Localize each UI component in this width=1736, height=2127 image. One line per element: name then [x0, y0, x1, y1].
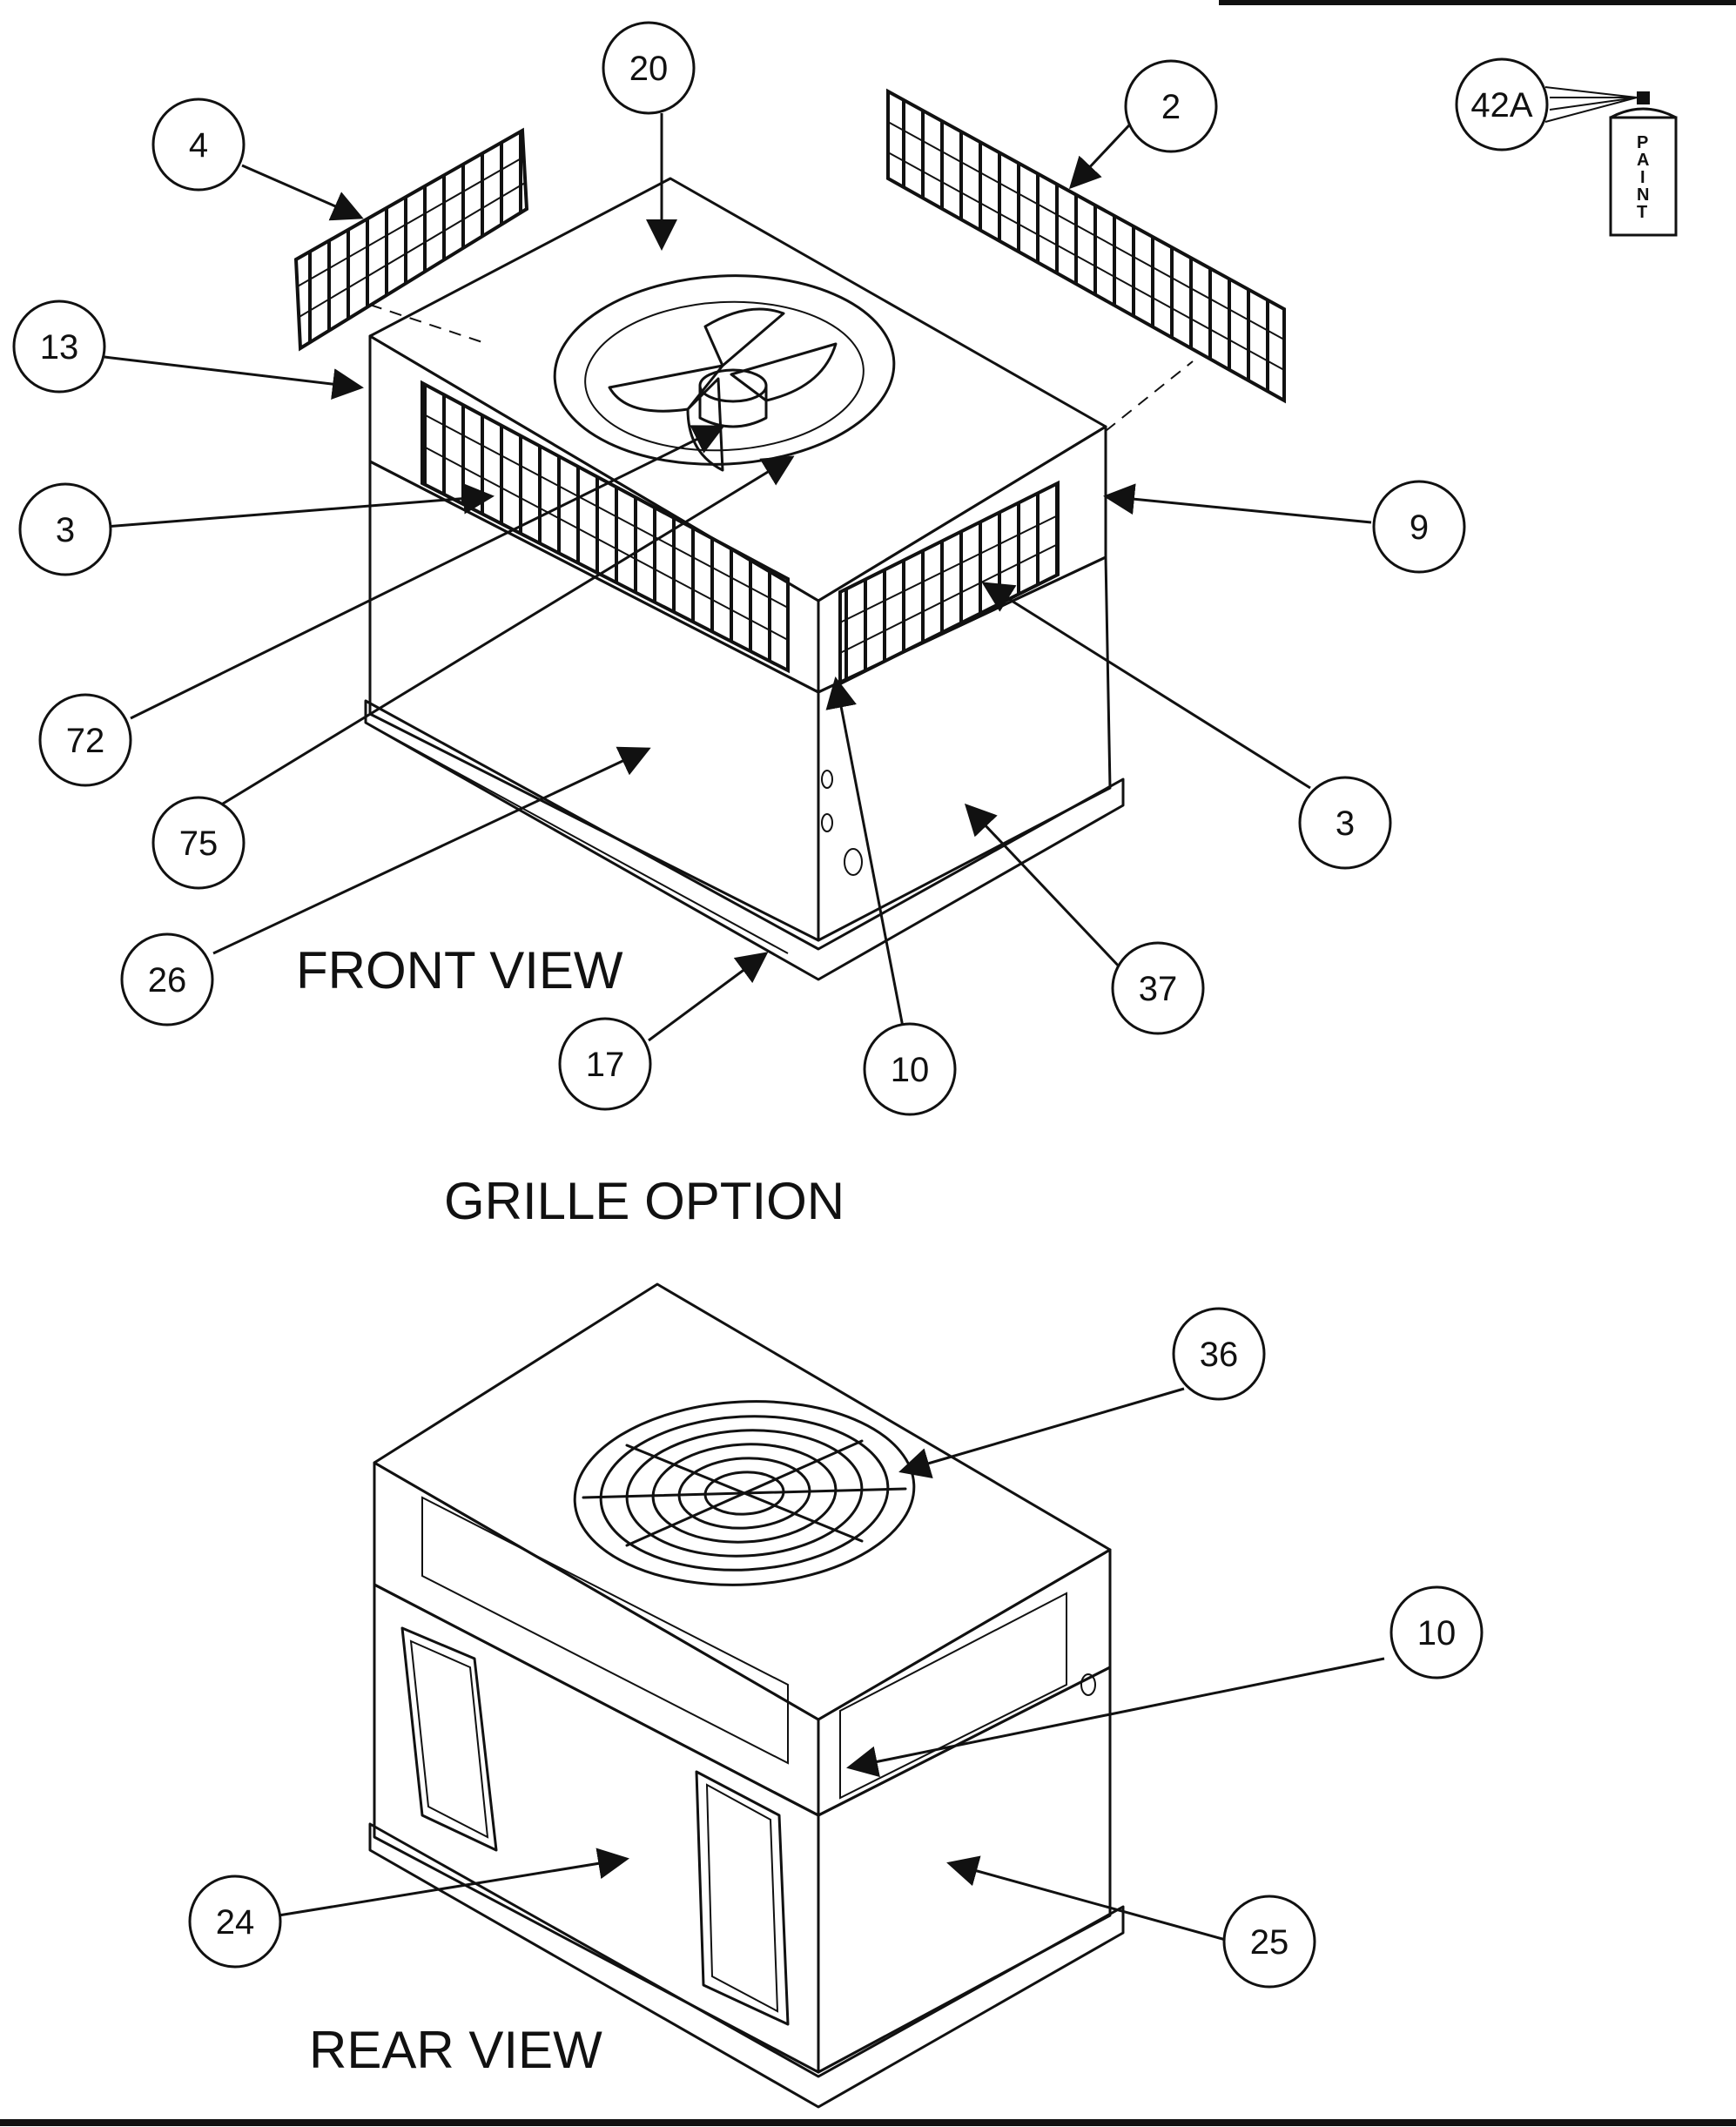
side-panel-rear: [817, 1666, 1112, 2074]
front-view-label: FRONT VIEW: [296, 941, 623, 1000]
grille-right-part2: [886, 88, 1286, 404]
side-grille: [838, 480, 1060, 687]
callout-4: 4: [151, 98, 246, 192]
callout-37: 37: [1111, 941, 1205, 1035]
paint-letter: I: [1640, 168, 1645, 187]
svg-text:3: 3: [1336, 804, 1355, 843]
callout-26: 26: [120, 932, 214, 1026]
fan-guard: [573, 1400, 916, 1586]
front-view-unit: [364, 177, 1125, 981]
svg-text:10: 10: [891, 1051, 930, 1089]
svg-text:75: 75: [179, 825, 219, 863]
dashed-link-right: [1105, 360, 1194, 432]
paint-can-icon: P A I N T: [1544, 86, 1678, 237]
return-opening: [400, 1626, 498, 1852]
paint-letter: A: [1637, 151, 1649, 170]
paint-letter: N: [1637, 185, 1649, 205]
rear-view-unit: [368, 1282, 1125, 2109]
rear-panel: [373, 1583, 820, 2074]
fan-orifice: [553, 274, 896, 466]
svg-text:42A: 42A: [1470, 86, 1532, 125]
dashed-link-left: [369, 304, 488, 345]
rear-view-label: REAR VIEW: [309, 2021, 602, 2079]
callout-75: 75: [151, 796, 246, 890]
callout-2: 2: [1124, 59, 1218, 153]
top-panel-rear: [373, 1282, 1112, 1721]
callout-10: 10: [863, 1022, 957, 1116]
front-grille: [421, 380, 790, 674]
callout-3: 3: [1298, 776, 1392, 870]
svg-text:13: 13: [40, 328, 79, 367]
svg-text:36: 36: [1200, 1336, 1239, 1374]
svg-text:9: 9: [1410, 508, 1429, 547]
callout-17: 17: [558, 1017, 652, 1111]
svg-text:72: 72: [66, 722, 105, 760]
grille-left-part4: [293, 127, 529, 352]
fan-blade: [608, 307, 838, 472]
callout-36: 36: [1172, 1307, 1266, 1401]
callout-42a: 42A: [1455, 57, 1549, 151]
callout-9: 9: [1372, 480, 1466, 574]
callout-24: 24: [188, 1875, 282, 1969]
callout-3: 3: [18, 482, 112, 576]
callout-10: 10: [1389, 1585, 1484, 1679]
upper-band-rear-left: [373, 1461, 820, 1817]
svg-text:2: 2: [1161, 88, 1181, 126]
leader-lines: [104, 111, 1385, 1943]
svg-text:3: 3: [56, 511, 75, 549]
svg-text:24: 24: [216, 1903, 255, 1942]
grille-option-label: GRILLE OPTION: [444, 1172, 844, 1230]
base-pan-rear: [368, 1822, 1125, 2109]
svg-text:20: 20: [629, 50, 669, 88]
svg-text:17: 17: [586, 1046, 625, 1084]
paint-letter: T: [1637, 203, 1647, 222]
svg-text:10: 10: [1417, 1614, 1457, 1652]
svg-text:26: 26: [148, 961, 187, 1000]
supply-opening: [695, 1770, 790, 2026]
callout-20: 20: [602, 21, 696, 115]
paint-letter: P: [1637, 133, 1648, 152]
fan-motor: [698, 368, 768, 428]
svg-text:37: 37: [1139, 970, 1178, 1008]
callout-13: 13: [12, 300, 106, 394]
svg-text:25: 25: [1250, 1923, 1289, 1962]
callout-25: 25: [1222, 1895, 1316, 1989]
callout-72: 72: [38, 693, 132, 787]
svg-text:4: 4: [189, 126, 208, 165]
